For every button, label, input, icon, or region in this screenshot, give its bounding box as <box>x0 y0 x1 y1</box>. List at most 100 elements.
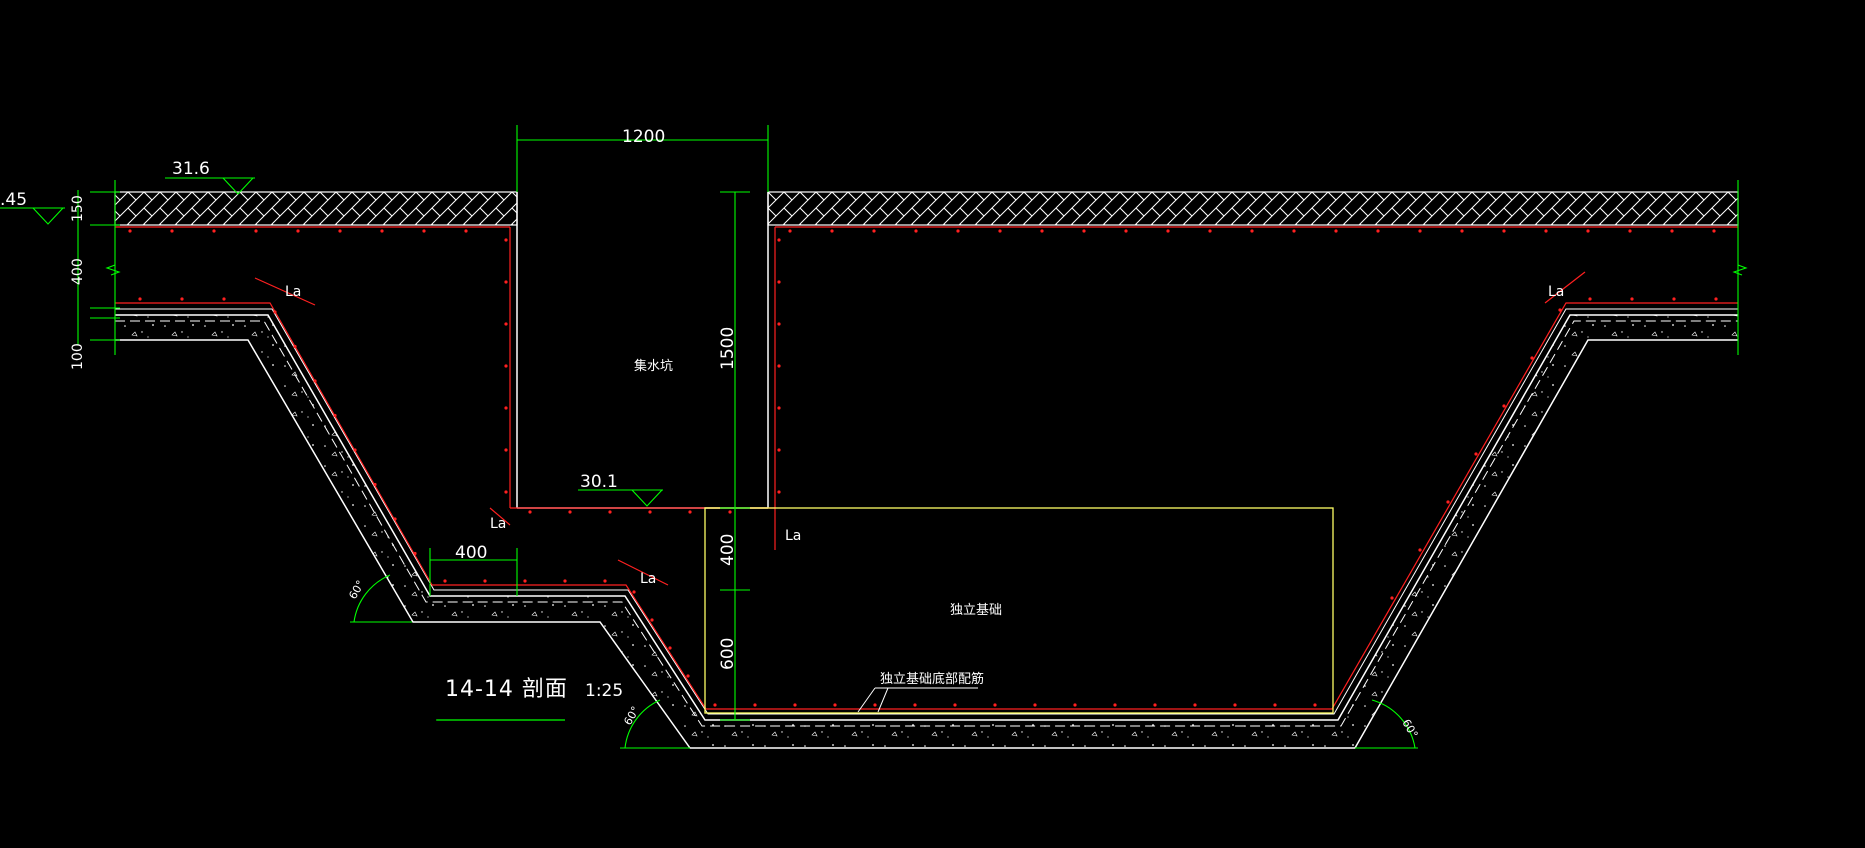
rebar-dot <box>1630 297 1634 301</box>
rebar-dot <box>873 703 877 707</box>
rebar-dot <box>313 379 317 383</box>
dim-step-width: 400 <box>455 543 487 563</box>
rebar-dot <box>1460 229 1464 233</box>
rebar-dot <box>1313 703 1317 707</box>
rebar-dot <box>1193 703 1197 707</box>
rebar-dot <box>688 510 692 514</box>
dim-found-lower: 600 <box>718 638 738 670</box>
rebar-dot <box>128 229 132 233</box>
rebar-dot <box>353 448 357 452</box>
rebar-dot <box>212 229 216 233</box>
rebar-dot <box>872 229 876 233</box>
rebar-dot <box>956 229 960 233</box>
rebar-dot <box>504 322 508 326</box>
rebar-dot <box>1586 229 1590 233</box>
rebar-dot <box>138 297 142 301</box>
waterproof-layer <box>115 320 1738 727</box>
rebar-dot <box>1474 452 1478 456</box>
rebar-dot <box>753 703 757 707</box>
rebar-dot <box>686 674 690 678</box>
rebar-dot <box>777 364 781 368</box>
rebar-dot <box>830 229 834 233</box>
rebar-dot <box>380 229 384 233</box>
rebar-dot <box>777 406 781 410</box>
rebar-dot <box>523 579 527 583</box>
rebar-dot <box>777 448 781 452</box>
rebar-dot <box>504 406 508 410</box>
rebar-dot <box>1334 229 1338 233</box>
rebar-dot <box>1544 229 1548 233</box>
rebar-dot <box>1588 297 1592 301</box>
rebar-dot <box>1113 703 1117 707</box>
rebar-dot <box>1446 500 1450 504</box>
la-label-2: La <box>1548 284 1564 300</box>
dim-left-400: 400 <box>70 258 86 285</box>
la-label-3: La <box>490 516 506 532</box>
rebar-dot <box>1376 229 1380 233</box>
rebar-dot <box>1628 229 1632 233</box>
la-label-5: La <box>640 571 656 587</box>
la-label-1: La <box>285 284 301 300</box>
dim-left-150: 150 <box>70 195 86 222</box>
rebar-dot <box>603 579 607 583</box>
waterproof-layer-2 <box>115 308 1738 715</box>
rebar-dot <box>1153 703 1157 707</box>
rebar-dot <box>648 510 652 514</box>
rebar-dot <box>1233 703 1237 707</box>
dim-pit-depth: 1500 <box>718 327 738 370</box>
rebar-dot <box>833 703 837 707</box>
rebar-dot <box>273 310 277 314</box>
rebar-dot <box>413 551 417 556</box>
rebar-dot <box>563 579 567 583</box>
la-label-4: La <box>785 528 801 544</box>
rebar-dot <box>777 238 781 242</box>
drawing-scale: 1:25 <box>585 681 623 701</box>
rebar-dot <box>777 280 781 284</box>
dim-top-width: 1200 <box>622 127 665 147</box>
label-foundation-note: 独立基础底部配筋 <box>880 671 984 687</box>
rebar-dot <box>1418 548 1422 552</box>
rebar-dot <box>608 510 612 514</box>
level-pit-bottom: 30.1 <box>580 472 618 492</box>
rebar-dot <box>504 448 508 452</box>
slab-hatch-right <box>767 191 1739 226</box>
rebar-dot <box>504 490 508 494</box>
rebar-dot <box>1502 404 1506 408</box>
rebar-dot <box>373 482 377 487</box>
rebar-dot <box>568 510 572 514</box>
rebar-dot <box>650 618 654 622</box>
foundation-note-leader <box>857 687 978 713</box>
rebar-dot <box>222 297 226 301</box>
rebar-dot <box>254 229 258 233</box>
rebar-dot <box>504 364 508 368</box>
rebar-dot <box>1073 703 1077 707</box>
rebar-dot <box>1082 229 1086 233</box>
dim-found-upper: 400 <box>718 534 738 566</box>
rebar-dot <box>1418 229 1422 233</box>
slab-hatch-left <box>114 191 518 226</box>
rebar-dot <box>1124 229 1128 233</box>
rebar-dot <box>1558 308 1562 312</box>
rebar-dot <box>504 280 508 284</box>
rebar-dot <box>914 229 918 233</box>
rebar-dot <box>1040 229 1044 233</box>
rebar-dot <box>953 703 957 707</box>
angle-left-upper: 60° <box>346 578 367 601</box>
dim-left-100: 100 <box>70 343 86 370</box>
rebar-dot <box>464 229 468 233</box>
rebar-dot <box>1292 229 1296 233</box>
rebar-dot <box>393 517 397 521</box>
rebar-dot <box>728 510 732 514</box>
rebar-dot <box>1712 229 1716 233</box>
rebar-dot <box>1250 229 1254 233</box>
angle-left-lower: 60° <box>621 704 642 727</box>
rebar-dot <box>793 703 797 707</box>
label-sump: 集水坑 <box>634 358 673 374</box>
rebar-dot <box>1166 229 1170 233</box>
rebar-dot <box>777 490 781 494</box>
rebar-dot <box>788 229 792 233</box>
label-foundation: 独立基础 <box>950 603 1002 618</box>
rebar-dot <box>668 646 672 650</box>
level-top: 31.6 <box>172 159 210 179</box>
